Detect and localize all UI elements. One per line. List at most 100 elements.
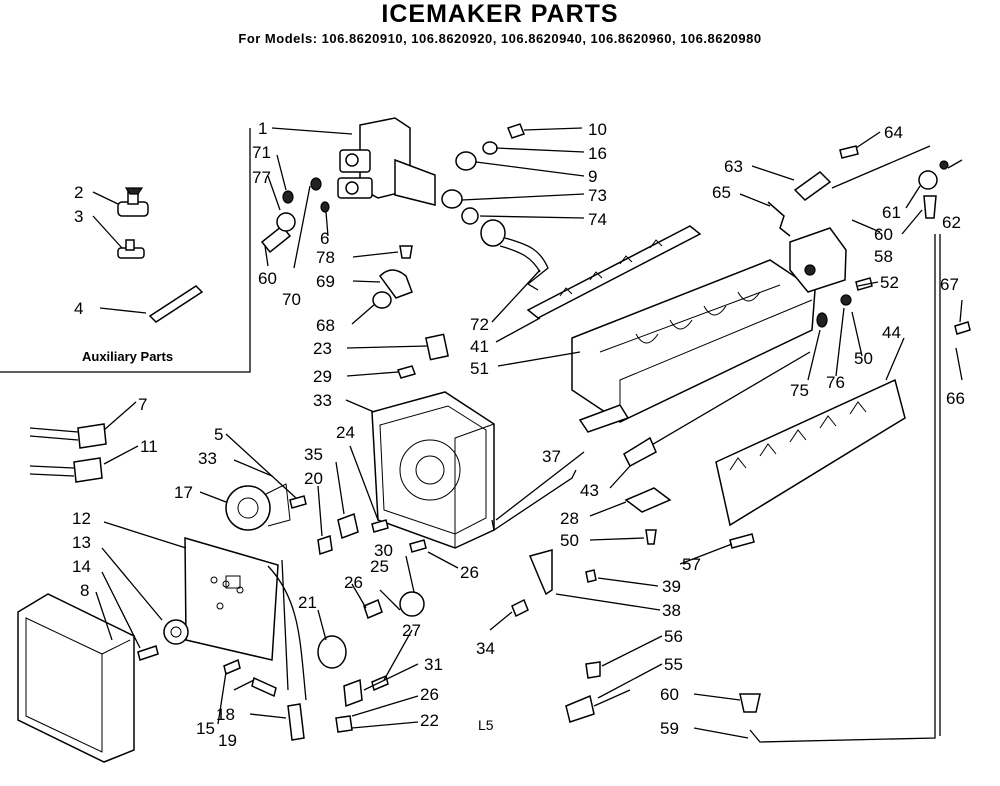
part-label-17: 17: [174, 483, 193, 502]
auxiliary-parts-label: Auxiliary Parts: [82, 349, 173, 364]
part-label-15: 15: [196, 719, 215, 738]
part-label-56: 56: [664, 627, 683, 646]
part-label-64: 64: [884, 123, 903, 142]
switch-part: [425, 333, 449, 361]
shutoff-valve-part: [117, 187, 149, 259]
part-label-41: 41: [470, 337, 489, 356]
part-label-27: 27: [402, 621, 421, 640]
tube-insert-part: [148, 285, 204, 323]
part-label-31: 31: [424, 655, 443, 674]
diagram-title: ICEMAKER PARTS: [381, 0, 619, 28]
part-label-8: 8: [80, 581, 89, 600]
part-label-26a: 26: [460, 563, 479, 582]
screw-29: [397, 365, 416, 379]
part-label-68: 68: [316, 316, 335, 335]
part-label-67: 67: [940, 275, 959, 294]
part-label-22: 22: [420, 711, 439, 730]
clip-67: [954, 321, 971, 335]
mold-housing-part: [371, 391, 495, 549]
part-label-14: 14: [72, 557, 91, 576]
part-label-55: 55: [664, 655, 683, 674]
part-label-52: 52: [880, 273, 899, 292]
part-label-50b: 50: [854, 349, 873, 368]
part-label-34: 34: [476, 639, 495, 658]
part-label-3: 3: [74, 207, 83, 226]
part-label-20: 20: [304, 469, 323, 488]
part-label-50a: 50: [560, 531, 579, 550]
part-label-59: 59: [660, 719, 679, 738]
part-drawings: [17, 117, 971, 763]
part-label-18: 18: [216, 705, 235, 724]
part-label-77: 77: [252, 168, 271, 187]
part-label-4: 4: [74, 299, 83, 318]
part-label-33a: 33: [313, 391, 332, 410]
part-label-25: 25: [370, 557, 389, 576]
part-label-29: 29: [313, 367, 332, 386]
part-label-58: 58: [874, 247, 893, 266]
motor-part: [225, 483, 291, 531]
shutoff-arm-part: [491, 469, 577, 532]
part-label-13: 13: [72, 533, 91, 552]
lower-right-parts: [511, 487, 755, 723]
ejector-shaft-part: [578, 351, 811, 468]
part-label-57: 57: [682, 555, 701, 574]
part-label-19: 19: [218, 731, 237, 750]
small-parts: [223, 495, 427, 741]
wire-harness-connectors: [29, 423, 107, 483]
part-label-16: 16: [588, 144, 607, 163]
gear-part: [137, 619, 189, 661]
stripper-part: [715, 378, 906, 527]
part-label-24: 24: [336, 423, 355, 442]
drawing-code: L5: [478, 717, 494, 733]
part-label-26b: 26: [344, 573, 363, 592]
mounting-plate-part: [184, 536, 279, 661]
part-label-30: 30: [374, 541, 393, 560]
clamp-parts: [372, 245, 413, 309]
part-label-37: 37: [542, 447, 561, 466]
part-label-35: 35: [304, 445, 323, 464]
part-label-10: 10: [588, 120, 607, 139]
model-list: For Models: 106.8620910, 106.8620920, 10…: [238, 31, 762, 46]
part-label-5: 5: [214, 425, 223, 444]
part-label-2: 2: [74, 183, 83, 202]
part-label-61: 61: [882, 203, 901, 222]
part-label-33b: 33: [198, 449, 217, 468]
front-cover-part: [17, 593, 135, 763]
part-label-66: 66: [946, 389, 965, 408]
inlet-fittings: [441, 123, 549, 291]
part-label-51: 51: [470, 359, 489, 378]
part-label-11: 11: [140, 437, 158, 456]
part-label-39: 39: [662, 577, 681, 596]
part-label-73: 73: [588, 186, 607, 205]
part-label-60a: 60: [258, 269, 277, 288]
part-label-60c: 60: [660, 685, 679, 704]
part-label-71: 71: [252, 143, 271, 162]
part-label-76: 76: [826, 373, 845, 392]
part-label-75: 75: [790, 381, 809, 400]
part-number-labels: 1 2 3 4 71 77 60 70 6 10 16 9 73 74 78 6…: [72, 119, 965, 750]
part-label-7: 7: [138, 395, 147, 414]
part-label-9: 9: [588, 167, 597, 186]
ice-mold-part: [526, 225, 816, 423]
part-label-74: 74: [588, 210, 607, 229]
part-label-1: 1: [258, 119, 267, 138]
part-label-12: 12: [72, 509, 91, 528]
part-label-70: 70: [282, 290, 301, 309]
part-label-6: 6: [320, 229, 329, 248]
water-valve-part: [337, 117, 436, 206]
part-label-38: 38: [662, 601, 681, 620]
part-label-63: 63: [724, 157, 743, 176]
auxiliary-parts-box: Auxiliary Parts: [0, 128, 251, 373]
part-label-72: 72: [470, 315, 489, 334]
fill-tube-parts: [739, 160, 949, 743]
part-label-43: 43: [580, 481, 599, 500]
part-label-60b: 60: [874, 225, 893, 244]
leader-lines: [92, 127, 963, 739]
part-label-44: 44: [882, 323, 901, 342]
part-label-21: 21: [298, 593, 317, 612]
part-label-26c: 26: [420, 685, 439, 704]
part-label-78: 78: [316, 248, 335, 267]
part-label-28: 28: [560, 509, 579, 528]
part-label-69: 69: [316, 272, 335, 291]
